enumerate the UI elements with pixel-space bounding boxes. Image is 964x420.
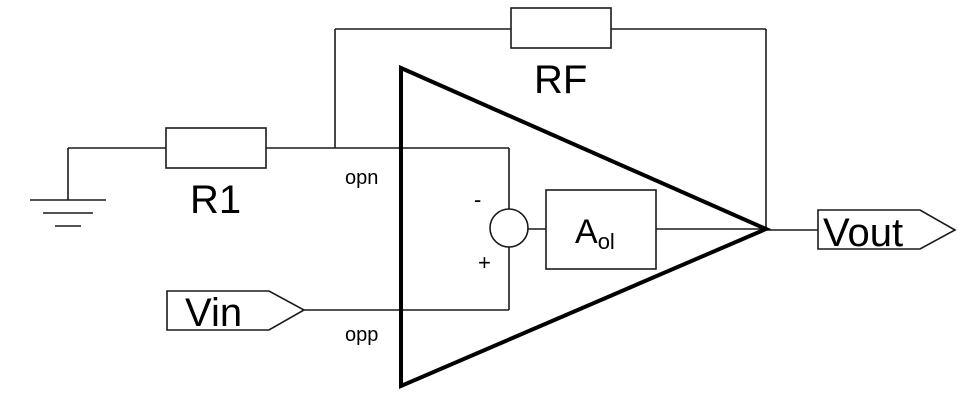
label-rf: RF — [534, 58, 587, 102]
label-aol-sub: ol — [598, 229, 615, 254]
ground-icon — [30, 148, 106, 227]
label-vout: Vout — [823, 211, 903, 255]
input-port-vin — [166, 290, 306, 331]
summing-junction — [489, 208, 529, 248]
label-opp: opp — [345, 324, 378, 346]
label-plus: + — [478, 250, 491, 275]
label-aol-main: A — [575, 213, 598, 251]
output-port-vout — [817, 209, 957, 250]
wires — [68, 28, 818, 311]
gain-block — [545, 189, 657, 270]
resistor-r1 — [165, 127, 267, 169]
label-opn: opn — [345, 167, 378, 189]
resistor-rf — [510, 7, 612, 49]
label-aol: Aol — [575, 213, 615, 254]
label-minus: - — [474, 187, 481, 212]
label-r1: R1 — [190, 178, 241, 222]
label-vin: Vin — [185, 291, 242, 335]
opamp-triangle — [399, 64, 772, 390]
